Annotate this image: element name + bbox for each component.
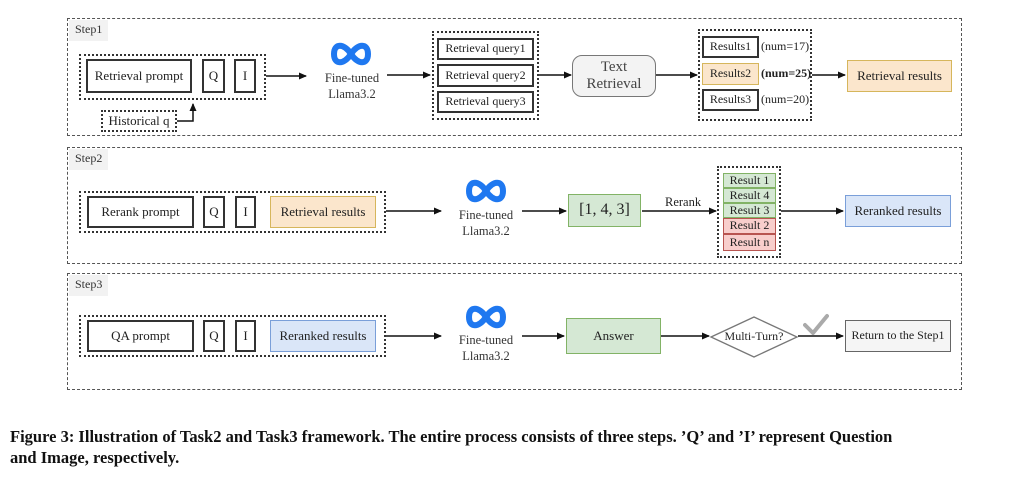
reranked-item: Result 4 [723,188,776,203]
step2-panel [67,147,962,264]
rerank-prompt-box: Rerank prompt [87,196,194,228]
text-retrieval-line2: Retrieval [586,76,642,92]
retrieval-prompt-box: Retrieval prompt [86,59,192,93]
model-label: Fine-tuned Llama3.2 [447,333,525,364]
reranked-results-input: Reranked results [270,320,376,352]
retrieval-results-input: Retrieval results [270,196,376,228]
step3-panel [67,273,962,390]
question-box: Q [203,320,225,352]
model-label-line2: Llama3.2 [462,223,510,238]
model-label-line2: Llama3.2 [462,348,510,363]
multi-turn-decision-diamond [709,315,799,359]
results-1-box: Results1 [702,36,759,58]
question-box: Q [203,196,225,228]
reranked-results-output: Reranked results [845,195,951,227]
figure-caption: Figure 3: Illustration of Task2 and Task… [10,426,1024,468]
step2-label: Step2 [69,149,109,170]
model-label: Fine-tuned Llama3.2 [313,71,391,102]
caption-line1: Figure 3: Illustration of Task2 and Task… [10,427,893,446]
results-2-count: (num=25) [761,66,812,80]
step1-label: Step1 [69,20,109,41]
multi-turn-label: Multi-Turn? [724,329,784,343]
retrieval-query-1: Retrieval query1 [437,38,534,60]
retrieval-query-3: Retrieval query3 [437,91,534,113]
reranked-item: Result 2 [723,218,776,234]
historical-q-box: Historical q [101,110,177,132]
reranked-list-group [717,166,781,258]
meta-logo-icon [463,176,509,206]
image-box: I [234,59,256,93]
text-retrieval-line1: Text [600,58,628,75]
meta-logo-icon [463,302,509,332]
step3-input-group [79,315,386,357]
retrieval-results-output: Retrieval results [847,60,952,92]
model-label-line1: Fine-tuned [458,208,514,222]
query-group [432,31,539,120]
retrieval-query-2: Retrieval query2 [437,64,534,87]
qa-prompt-box: QA prompt [87,320,194,352]
step2-input-group [79,191,386,233]
text-retrieval-box: Text Retrieval [572,55,656,97]
model-label: Fine-tuned Llama3.2 [447,208,525,239]
model-label-line1: Fine-tuned [458,333,514,347]
results-1-count: (num=17) [761,39,810,53]
caption-line2: and Image, respectively. [10,448,180,467]
reranked-item: Result n [723,234,776,251]
image-box: I [235,196,256,228]
meta-logo-icon [328,39,374,69]
results-3-box: Results3 [702,89,759,111]
results-3-count: (num=20) [761,92,810,106]
step1-panel [67,18,962,136]
question-box: Q [202,59,225,93]
results-group [698,29,812,121]
model-label-line2: Llama3.2 [328,86,376,101]
ranking-box: [1, 4, 3] [568,194,641,227]
rerank-edge-label: Rerank [665,195,702,209]
image-box: I [235,320,256,352]
step1-input-group [79,54,266,100]
step3-label: Step3 [69,275,109,296]
return-to-step1-box: Return to the Step1 [845,320,951,352]
results-2-box: Results2 [702,63,759,85]
checkmark-icon [803,313,829,335]
arrow-historical-to-input [177,103,197,122]
reranked-item: Result 3 [723,203,776,218]
reranked-item: Result 1 [723,173,776,188]
answer-box: Answer [566,318,661,354]
model-label-line1: Fine-tuned [324,71,380,85]
